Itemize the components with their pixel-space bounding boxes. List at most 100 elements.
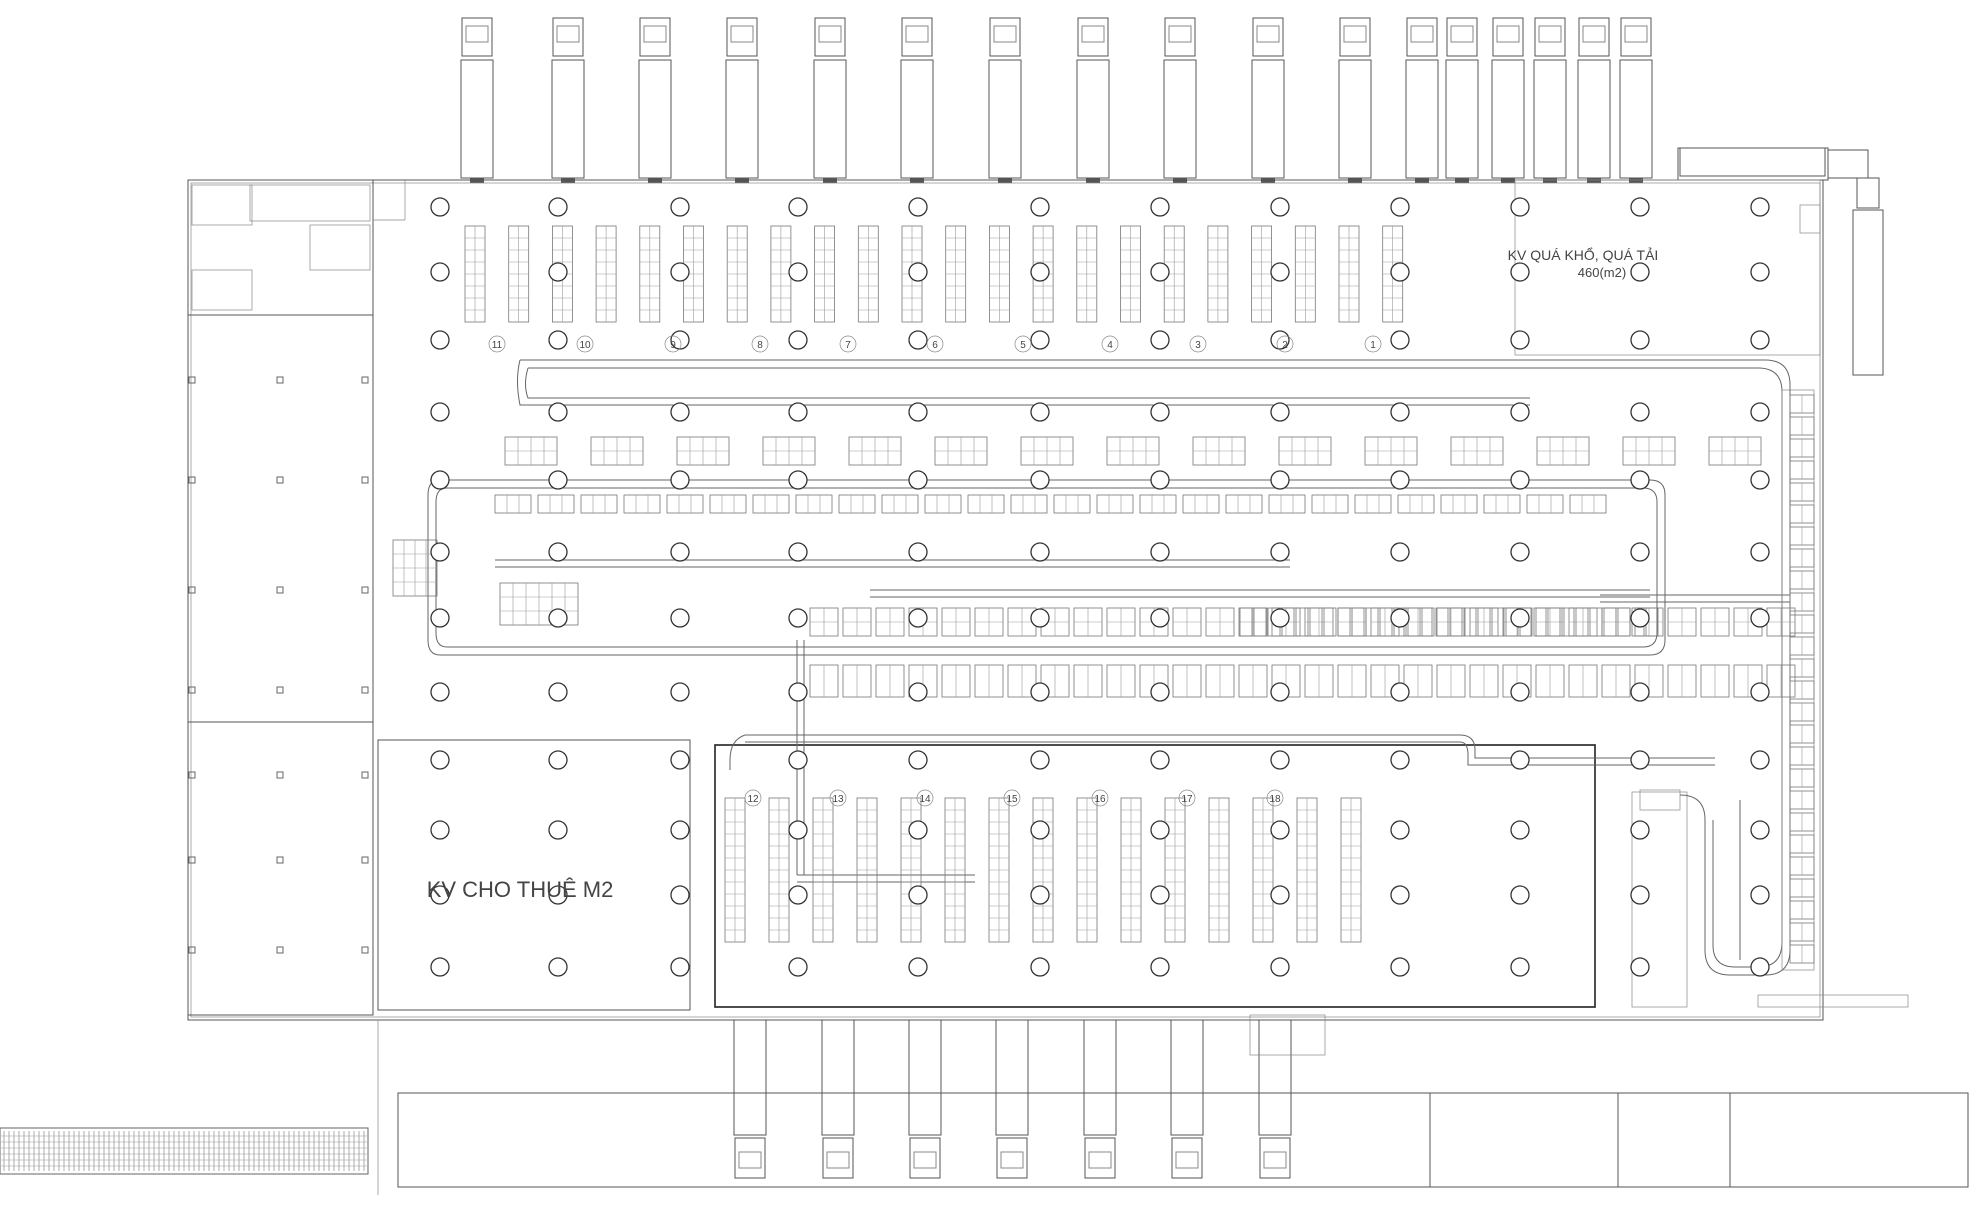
pallet-rack-icon — [1294, 225, 1316, 323]
column-marker-icon — [1750, 750, 1770, 770]
pallet-rack-icon — [1032, 225, 1054, 323]
column-marker-icon — [548, 262, 568, 282]
rack-number-7: 7 — [839, 335, 857, 353]
column-marker-icon — [1630, 542, 1650, 562]
rack-number-18: 18 — [1266, 789, 1284, 807]
pallet-rack-icon — [1403, 664, 1433, 698]
column-marker-icon — [670, 750, 690, 770]
pallet-rack-icon — [1469, 664, 1499, 698]
column-marker-icon — [1750, 885, 1770, 905]
lower-rack-numbers: 12 13 14 15 16 17 18 — [744, 789, 1284, 807]
column-marker-icon — [548, 682, 568, 702]
column-marker-icon — [1510, 750, 1530, 770]
column-marker-icon — [1630, 608, 1650, 628]
pallet-rack-icon — [1421, 607, 1435, 637]
pallet-rack-icon — [1106, 607, 1136, 637]
pallet-rack-icon — [1789, 944, 1815, 964]
pallet-rack-icon — [901, 225, 923, 323]
pallet-rack-icon — [1622, 436, 1676, 466]
pallet-rack-icon — [1120, 797, 1142, 943]
truck-icon — [1445, 17, 1479, 183]
column-marker-icon — [1510, 470, 1530, 490]
pallet-rack-icon — [504, 436, 558, 466]
pallet-rack-icon — [1139, 494, 1177, 514]
column-marker-icon — [548, 402, 568, 422]
pallet-rack-icon — [1205, 664, 1235, 698]
pallet-rack-icon — [537, 494, 575, 514]
column-marker-icon — [1390, 330, 1410, 350]
pallet-rack-icon — [842, 607, 872, 637]
rack-number-12: 12 — [744, 789, 762, 807]
pallet-rack-icon — [875, 607, 905, 637]
pallet-rack-icon — [1073, 607, 1103, 637]
column-marker-icon — [1270, 957, 1290, 977]
pallet-rack-icon — [1789, 438, 1815, 458]
pallet-rack-icon — [1076, 225, 1098, 323]
column-marker-icon — [188, 686, 196, 694]
column-marker-icon — [1150, 608, 1170, 628]
rack-number-16: 16 — [1091, 789, 1109, 807]
pallet-rack-icon — [974, 607, 1004, 637]
pallet-rack-icon — [974, 664, 1004, 698]
pallet-rack-icon — [1789, 922, 1815, 942]
column-marker-icon — [1630, 820, 1650, 840]
column-marker-icon — [1630, 330, 1650, 350]
pallet-rack-icon — [1733, 664, 1763, 698]
column-marker-icon — [548, 750, 568, 770]
column-marker-icon — [1750, 402, 1770, 422]
pallet-rack-icon — [989, 225, 1010, 323]
pallet-rack-icon — [1010, 494, 1048, 514]
column-marker-icon — [1390, 470, 1410, 490]
column-marker-icon — [1270, 197, 1290, 217]
pallet-rack-icon — [1575, 607, 1589, 637]
column-marker-icon — [670, 608, 690, 628]
pallet-rack-icon — [1700, 664, 1730, 698]
svg-text:18: 18 — [1269, 794, 1281, 805]
column-marker-icon — [361, 586, 369, 594]
column-marker-icon — [430, 750, 450, 770]
pallet-rack-icon — [1449, 607, 1463, 637]
pallet-rack-icon — [1789, 658, 1815, 678]
pallet-rack-icon — [1601, 664, 1631, 698]
pallet-rack-icon — [508, 225, 530, 323]
overload-area-size: 460(m2) — [1578, 265, 1626, 280]
truck-icon — [1083, 1019, 1117, 1179]
column-marker-icon — [361, 686, 369, 694]
svg-text:3: 3 — [1195, 340, 1201, 351]
side-truck-trailer — [1852, 209, 1884, 376]
svg-text:6: 6 — [932, 340, 938, 351]
pallet-rack-icon — [464, 225, 486, 323]
pallet-rack-icon — [1569, 494, 1607, 514]
column-marker-icon — [670, 470, 690, 490]
column-marker-icon — [548, 957, 568, 977]
column-marker-icon — [1270, 262, 1290, 282]
pallet-rack-icon — [590, 436, 644, 466]
pallet-rack-icon — [1463, 607, 1477, 637]
svg-text:7: 7 — [845, 340, 851, 351]
pallet-rack-icon — [1789, 614, 1815, 634]
pallet-rack-icon — [1251, 225, 1272, 323]
rental-area-title: KV CHO THUÊ M2 — [427, 877, 614, 902]
column-marker-icon — [1270, 542, 1290, 562]
svg-text:17: 17 — [1181, 794, 1193, 805]
column-marker-icon — [1270, 682, 1290, 702]
column-marker-icon — [1630, 885, 1650, 905]
pallet-rack-icon — [1789, 724, 1815, 744]
inner-building-wall — [190, 182, 1821, 1018]
column-marker-icon — [1030, 820, 1050, 840]
column-marker-icon — [1390, 608, 1410, 628]
column-marker-icon — [788, 402, 808, 422]
pallet-rack-icon — [1789, 570, 1815, 590]
truck-icon — [988, 17, 1022, 183]
pallet-rack-icon — [1096, 494, 1134, 514]
column-marker-icon — [1750, 542, 1770, 562]
column-marker-icon — [430, 470, 450, 490]
svg-text:5: 5 — [1020, 340, 1026, 351]
pallet-rack-icon — [1192, 436, 1246, 466]
pallet-rack-icon — [1435, 607, 1449, 637]
column-marker-icon — [1510, 542, 1530, 562]
svg-text:16: 16 — [1094, 794, 1106, 805]
truck-icon — [1076, 17, 1110, 183]
pallet-rack-icon — [1789, 680, 1815, 700]
